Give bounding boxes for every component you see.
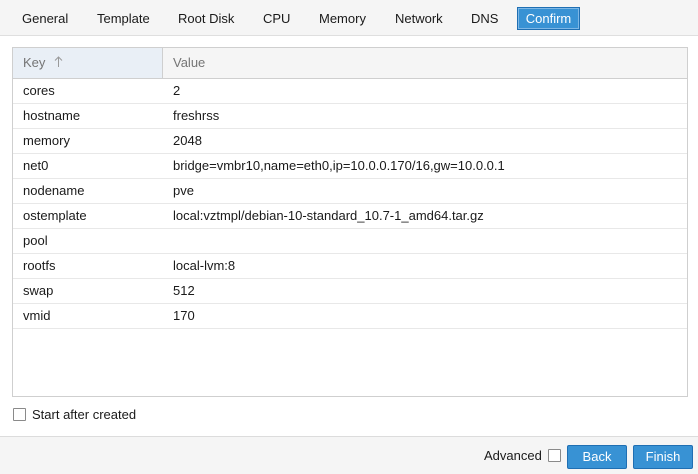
row-key: memory bbox=[23, 133, 70, 148]
column-header-value[interactable]: Value bbox=[173, 55, 206, 70]
column-header-key-label: Key bbox=[23, 55, 46, 70]
table-row[interactable]: memory 2048 bbox=[13, 129, 687, 154]
table-row[interactable]: net0 bridge=vmbr10,name=eth0,ip=10.0.0.1… bbox=[13, 154, 687, 179]
row-value: local-lvm:8 bbox=[173, 258, 236, 273]
row-value: 2 bbox=[173, 83, 181, 98]
column-header-key[interactable]: Key bbox=[13, 48, 163, 78]
back-button[interactable]: Back bbox=[567, 445, 627, 469]
row-value: 170 bbox=[173, 308, 195, 323]
tab-root-disk[interactable]: Root Disk bbox=[178, 11, 235, 26]
row-key: pool bbox=[23, 233, 48, 248]
table-row[interactable]: vmid 170 bbox=[13, 304, 687, 329]
row-key: cores bbox=[23, 83, 55, 98]
table-row[interactable]: pool bbox=[13, 229, 687, 254]
advanced-option[interactable]: Advanced bbox=[484, 448, 561, 463]
arrow-up-icon bbox=[54, 49, 63, 79]
row-key: net0 bbox=[23, 158, 49, 173]
confirm-settings-grid: Key Value cores 2 hostname freshrss memo… bbox=[12, 47, 688, 397]
row-value: 512 bbox=[173, 283, 195, 298]
tab-general[interactable]: General bbox=[22, 11, 69, 26]
table-row[interactable]: ostemplate local:vztmpl/debian-10-standa… bbox=[13, 204, 687, 229]
row-value: local:vztmpl/debian-10-standard_10.7-1_a… bbox=[173, 208, 484, 223]
grid-header: Key Value bbox=[13, 48, 687, 79]
start-after-created-label: Start after created bbox=[32, 406, 137, 422]
table-row[interactable]: hostname freshrss bbox=[13, 104, 687, 129]
tab-confirm[interactable]: Confirm bbox=[517, 7, 580, 30]
row-key: hostname bbox=[23, 108, 81, 123]
tab-memory[interactable]: Memory bbox=[319, 11, 366, 26]
table-row[interactable]: swap 512 bbox=[13, 279, 687, 304]
tab-template[interactable]: Template bbox=[97, 11, 150, 26]
row-value: pve bbox=[173, 183, 194, 198]
row-key: vmid bbox=[23, 308, 51, 323]
finish-button[interactable]: Finish bbox=[633, 445, 693, 469]
row-value bbox=[173, 229, 683, 253]
tab-dns[interactable]: DNS bbox=[471, 11, 499, 26]
table-row[interactable]: nodename pve bbox=[13, 179, 687, 204]
tab-divider bbox=[0, 35, 698, 36]
wizard-tab-bar: General Template Root Disk CPU Memory Ne… bbox=[0, 0, 698, 36]
row-key: rootfs bbox=[23, 258, 56, 273]
table-row[interactable]: rootfs local-lvm:8 bbox=[13, 254, 687, 279]
table-row[interactable]: cores 2 bbox=[13, 79, 687, 104]
row-value: freshrss bbox=[173, 108, 220, 123]
row-value: 2048 bbox=[173, 133, 202, 148]
advanced-label: Advanced bbox=[484, 448, 542, 463]
advanced-checkbox[interactable] bbox=[547, 449, 561, 462]
row-key: swap bbox=[23, 283, 54, 298]
tab-cpu[interactable]: CPU bbox=[263, 11, 291, 26]
wizard-footer: Advanced Back Finish bbox=[0, 436, 698, 474]
grid-body: cores 2 hostname freshrss memory 2048 ne… bbox=[13, 79, 687, 329]
tab-network[interactable]: Network bbox=[395, 11, 443, 26]
start-after-created-checkbox[interactable] bbox=[13, 407, 26, 421]
row-key: nodename bbox=[23, 183, 85, 198]
row-key: ostemplate bbox=[23, 208, 87, 223]
row-value: bridge=vmbr10,name=eth0,ip=10.0.0.170/16… bbox=[173, 158, 505, 173]
start-after-created-option[interactable]: Start after created bbox=[13, 406, 136, 422]
